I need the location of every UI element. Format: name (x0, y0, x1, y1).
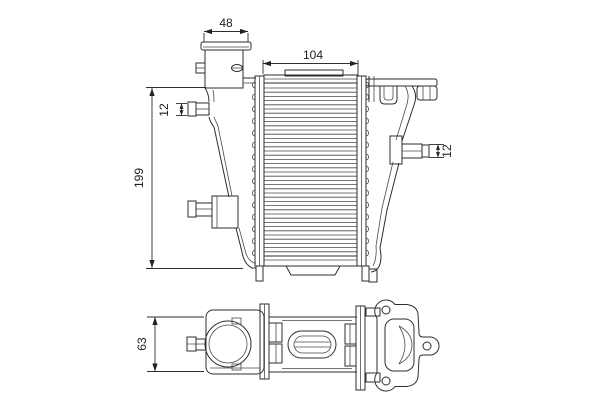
left-plate-scallops (251, 81, 256, 257)
dimension-annotations: 48 104 12 199 12 (132, 16, 454, 372)
mounting-bracket-plan (374, 299, 440, 392)
dim-left-port: 12 (157, 103, 187, 117)
inlet-pipe (195, 41, 252, 89)
right-clamp-rail (344, 305, 366, 391)
dim-label-12-right: 12 (440, 144, 454, 158)
oval-slot (287, 330, 337, 359)
left-clamp-rail (259, 303, 283, 380)
hook (379, 86, 398, 105)
left-foot (255, 265, 264, 282)
front-view (187, 41, 438, 283)
dim-body-depth: 63 (135, 316, 204, 372)
end-tank-plan (186, 309, 265, 375)
core-fins (264, 87, 357, 257)
upper-left-port (187, 101, 210, 117)
dim-label-48: 48 (219, 16, 233, 30)
right-bracket (365, 76, 438, 283)
pipe-opening (204, 320, 252, 368)
bolt-hole-bottom (381, 376, 391, 386)
dim-core-width: 104 (262, 48, 359, 76)
right-port (389, 135, 430, 165)
lower-left-port (187, 195, 239, 229)
dim-right-port: 12 (429, 144, 454, 158)
plan-left-stub (195, 338, 207, 351)
dim-overall-height: 199 (132, 87, 243, 269)
bolt-hole-top (381, 305, 391, 315)
right-foot (361, 265, 370, 282)
bottom-mount-tab (285, 265, 341, 276)
body-plan-edges (269, 316, 357, 373)
dim-label-199: 199 (132, 168, 146, 188)
bolt-hole-right (422, 341, 432, 351)
bracket-opening (384, 318, 415, 372)
core-headers (255, 69, 370, 282)
dim-label-63: 63 (135, 337, 149, 351)
left-tank (187, 77, 256, 269)
dim-label-104: 104 (303, 48, 323, 62)
bracket-link-bottom (365, 372, 381, 383)
dim-label-12-left: 12 (157, 103, 171, 117)
strap-foot (368, 268, 378, 283)
dim-pipe-width: 48 (203, 16, 249, 42)
top-view (186, 299, 440, 392)
bracket-link-top (365, 307, 381, 317)
